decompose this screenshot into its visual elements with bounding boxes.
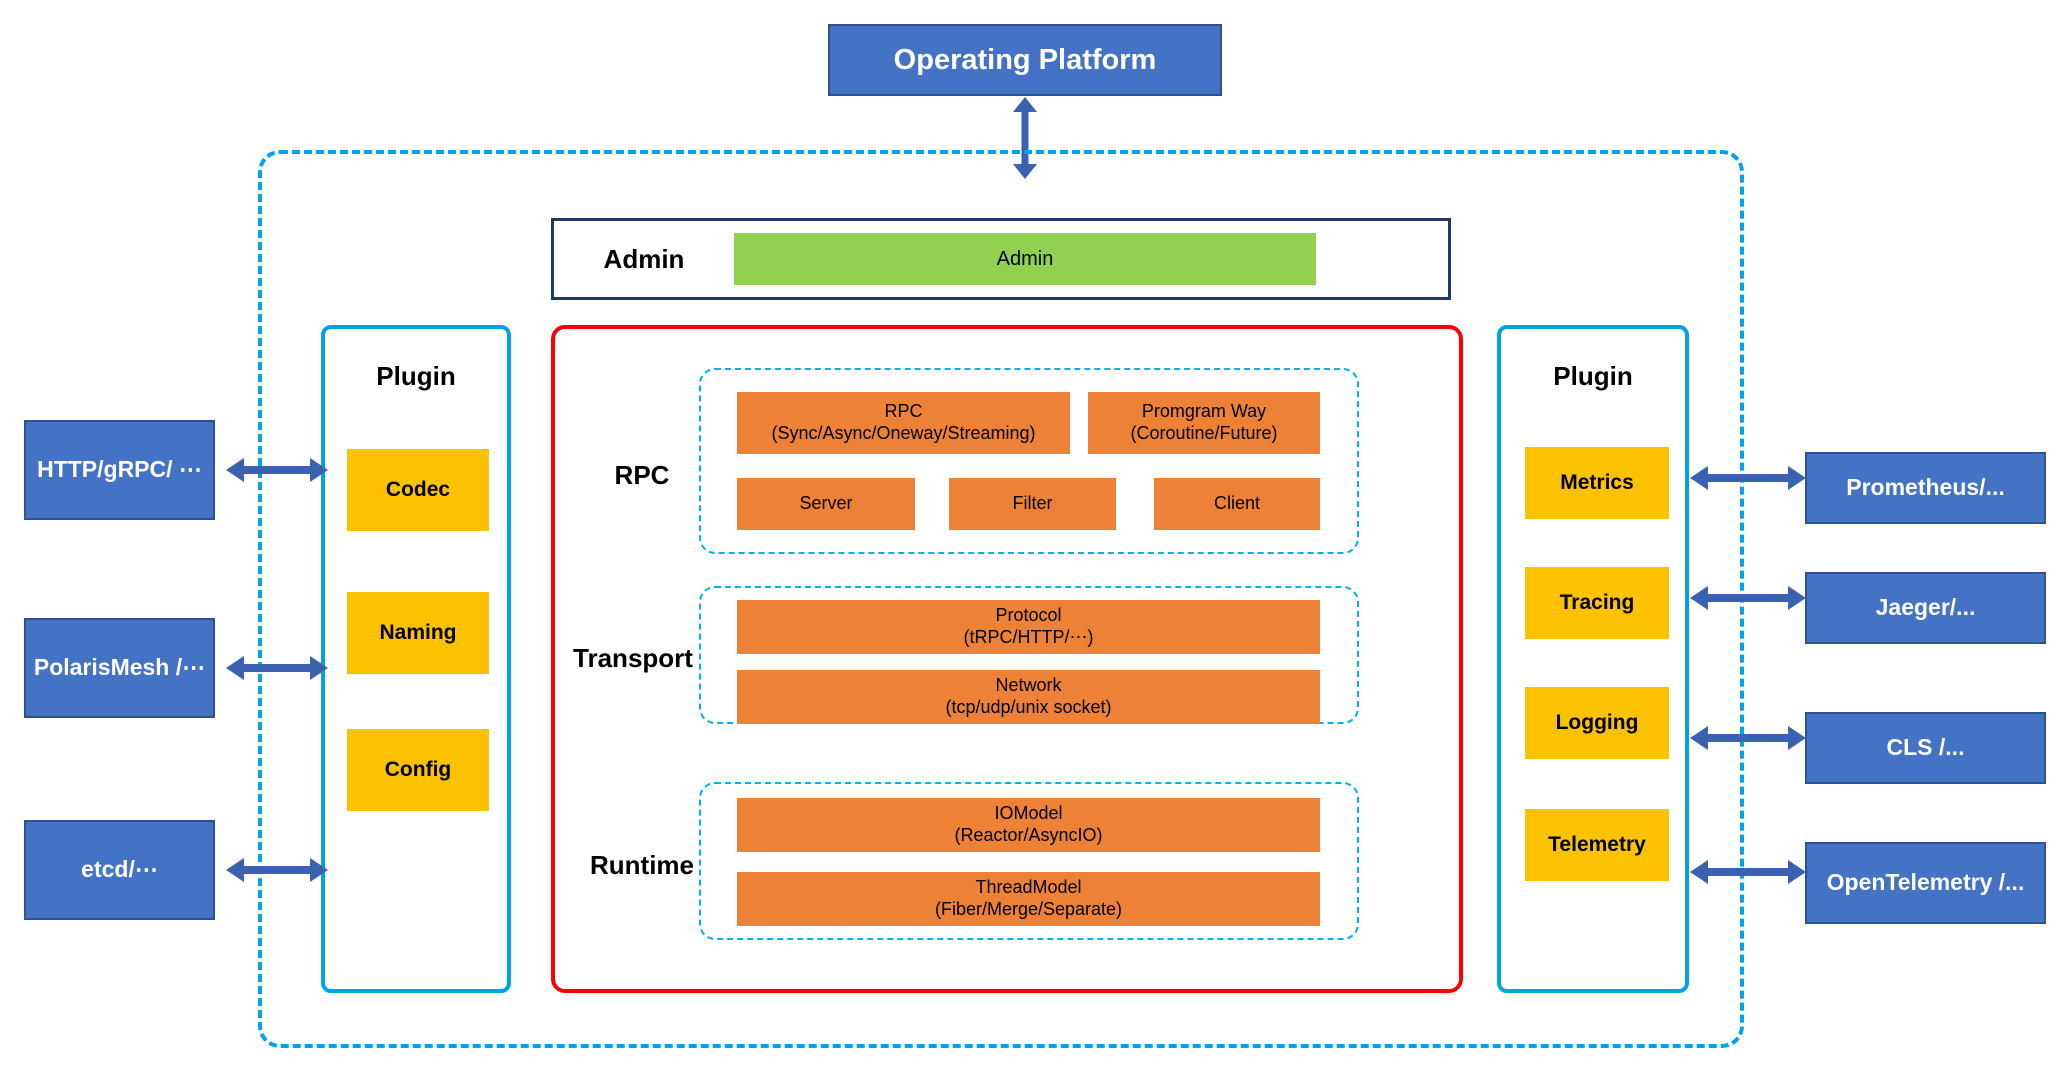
arrow-polarismesh-to-naming bbox=[224, 648, 330, 688]
layer-label-transport: Transport bbox=[573, 642, 693, 673]
external-prometheus: Prometheus/... bbox=[1805, 452, 2046, 524]
arrow-metrics-to-prometheus bbox=[1688, 458, 1808, 498]
external-polarismesh: PolarisMesh /⋯ bbox=[24, 618, 215, 718]
external-http-grpc-line2: ⋯ bbox=[178, 456, 202, 483]
plugin-item-config[interactable]: Config bbox=[347, 729, 489, 811]
plugin-item-telemetry[interactable]: Telemetry bbox=[1525, 809, 1669, 881]
tile-network-line1: Network bbox=[995, 675, 1062, 696]
external-polarismesh-line1: PolarisMesh bbox=[33, 654, 170, 681]
external-cls-line1: CLS /... bbox=[1886, 734, 1965, 761]
tile-client: Client bbox=[1154, 478, 1320, 530]
tile-rpc-line2: (Sync/Async/Oneway/Streaming) bbox=[771, 423, 1036, 443]
plugin-column-right-title: Plugin bbox=[1553, 361, 1633, 391]
plugin-column-right: Plugin Metrics Tracing Logging Telemetry bbox=[1497, 325, 1689, 993]
tile-rpc: RPC (Sync/Async/Oneway/Streaming) bbox=[737, 392, 1070, 454]
external-polarismesh-line2: /⋯ bbox=[175, 654, 206, 681]
plugin-item-naming[interactable]: Naming bbox=[347, 592, 489, 674]
plugin-column-left: Plugin Codec Naming Config bbox=[321, 325, 511, 993]
arrow-logging-to-cls bbox=[1688, 718, 1808, 758]
external-http-grpc: HTTP/gRPC/ ⋯ bbox=[24, 420, 215, 520]
tile-server: Server bbox=[737, 478, 915, 530]
tile-iomodel-line2: (Reactor/AsyncIO) bbox=[954, 825, 1103, 845]
arrow-http-grpc-to-codec bbox=[224, 450, 330, 490]
operating-platform-label: Operating Platform bbox=[893, 43, 1157, 76]
tile-protocol-line2: (tRPC/HTTP/⋯) bbox=[963, 627, 1094, 647]
plugin-column-left-title: Plugin bbox=[376, 361, 456, 391]
arrow-telemetry-to-opentelemetry bbox=[1688, 852, 1808, 892]
tile-filter: Filter bbox=[949, 478, 1116, 530]
tile-protocol: Protocol (tRPC/HTTP/⋯) bbox=[737, 600, 1320, 654]
external-opentelemetry-line1: OpenTelemetry bbox=[1826, 869, 1993, 896]
plugin-item-logging[interactable]: Logging bbox=[1525, 687, 1669, 759]
tile-rpc-line1: RPC bbox=[884, 401, 923, 422]
tile-threadmodel-line2: (Fiber/Merge/Separate) bbox=[934, 899, 1123, 919]
layer-label-rpc: RPC bbox=[614, 459, 670, 490]
plugin-item-codec[interactable]: Codec bbox=[347, 449, 489, 531]
plugin-item-metrics[interactable]: Metrics bbox=[1525, 447, 1669, 519]
tile-threadmodel: ThreadModel (Fiber/Merge/Separate) bbox=[737, 872, 1320, 926]
admin-bar: Admin bbox=[734, 233, 1316, 285]
tile-network-line2: (tcp/udp/unix socket) bbox=[945, 697, 1112, 717]
arrow-tracing-to-jaeger bbox=[1688, 578, 1808, 618]
external-jaeger: Jaeger/... bbox=[1805, 572, 2046, 644]
operating-platform-connector-arrow bbox=[1005, 96, 1045, 180]
admin-row-label: Admin bbox=[603, 243, 685, 274]
external-etcd-line1: etcd/⋯ bbox=[81, 856, 158, 883]
plugin-item-tracing[interactable]: Tracing bbox=[1525, 567, 1669, 639]
tile-threadmodel-line1: ThreadModel bbox=[975, 877, 1082, 898]
tile-program-way-line2: (Coroutine/Future) bbox=[1130, 423, 1278, 443]
tile-iomodel-line1: IOModel bbox=[994, 803, 1063, 824]
external-cls: CLS /... bbox=[1805, 712, 2046, 784]
operating-platform-box: Operating Platform bbox=[828, 24, 1222, 96]
external-jaeger-line1: Jaeger/... bbox=[1875, 594, 1976, 621]
tile-program-way-line1: Promgram Way bbox=[1141, 401, 1267, 422]
tile-protocol-line1: Protocol bbox=[995, 605, 1062, 626]
arrow-etcd-to-config bbox=[224, 850, 330, 890]
layer-label-runtime: Runtime bbox=[590, 849, 694, 880]
external-opentelemetry-line2: /... bbox=[1998, 869, 2025, 896]
external-opentelemetry: OpenTelemetry /... bbox=[1805, 842, 2046, 924]
tile-program-way: Promgram Way (Coroutine/Future) bbox=[1088, 392, 1320, 454]
external-http-grpc-line1: HTTP/gRPC/ bbox=[37, 456, 173, 483]
tile-iomodel: IOModel (Reactor/AsyncIO) bbox=[737, 798, 1320, 852]
external-prometheus-line1: Prometheus/... bbox=[1846, 474, 2005, 501]
external-etcd: etcd/⋯ bbox=[24, 820, 215, 920]
tile-network: Network (tcp/udp/unix socket) bbox=[737, 670, 1320, 724]
admin-row: Admin Admin bbox=[551, 218, 1451, 300]
